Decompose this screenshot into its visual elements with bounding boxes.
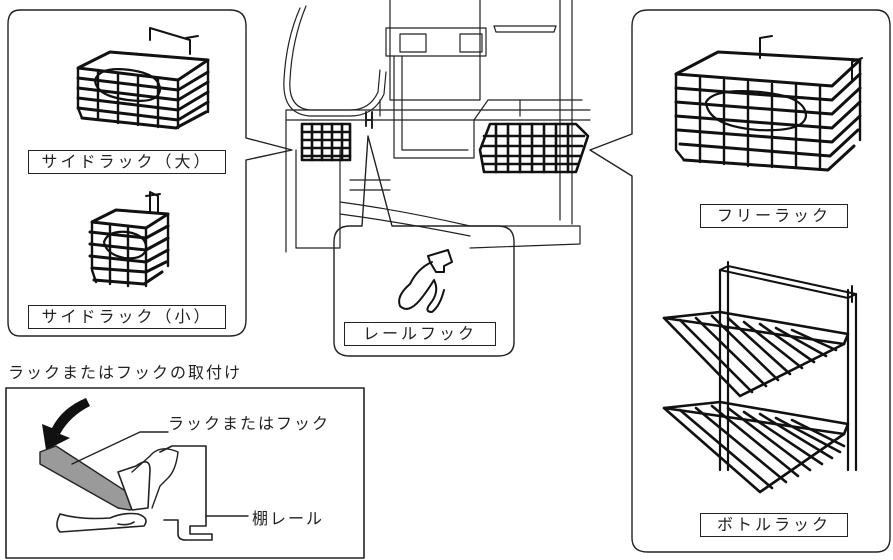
side-rack-panel [7, 9, 293, 337]
free-rack-label: フリーラック [700, 204, 848, 228]
mounting-detail-panel [5, 387, 365, 559]
free-and-bottle-rack-panel [589, 9, 891, 553]
bottle-rack-label: ボトルラック [700, 513, 848, 537]
shelf-rail-callout: 棚レール [252, 509, 325, 528]
side-rack-small-illustration [88, 191, 170, 288]
installed-rail-hook [365, 111, 373, 129]
rail-hook-illustration [398, 249, 453, 313]
installed-free-rack [478, 122, 590, 174]
installed-side-rack [300, 122, 352, 162]
side-rack-large-label: サイドラック（大） [28, 150, 226, 174]
side-rack-small-label: サイドラック（小） [28, 305, 226, 329]
bottle-rack-illustration [662, 261, 858, 494]
free-rack-illustration [674, 35, 863, 172]
rack-hook-section [39, 445, 179, 511]
leader-line-rack-or-hook [71, 431, 169, 465]
mounting-detail-title: ラックまたはフックの取付け [8, 363, 243, 382]
rail-hook-label: レールフック [344, 322, 496, 346]
shelf-rail-section [56, 445, 213, 541]
rail-hook-panel [333, 135, 515, 357]
rotate-arrow-icon [42, 398, 90, 450]
side-rack-large-illustration [76, 27, 210, 130]
rack-or-hook-callout: ラックまたはフック [168, 414, 331, 433]
